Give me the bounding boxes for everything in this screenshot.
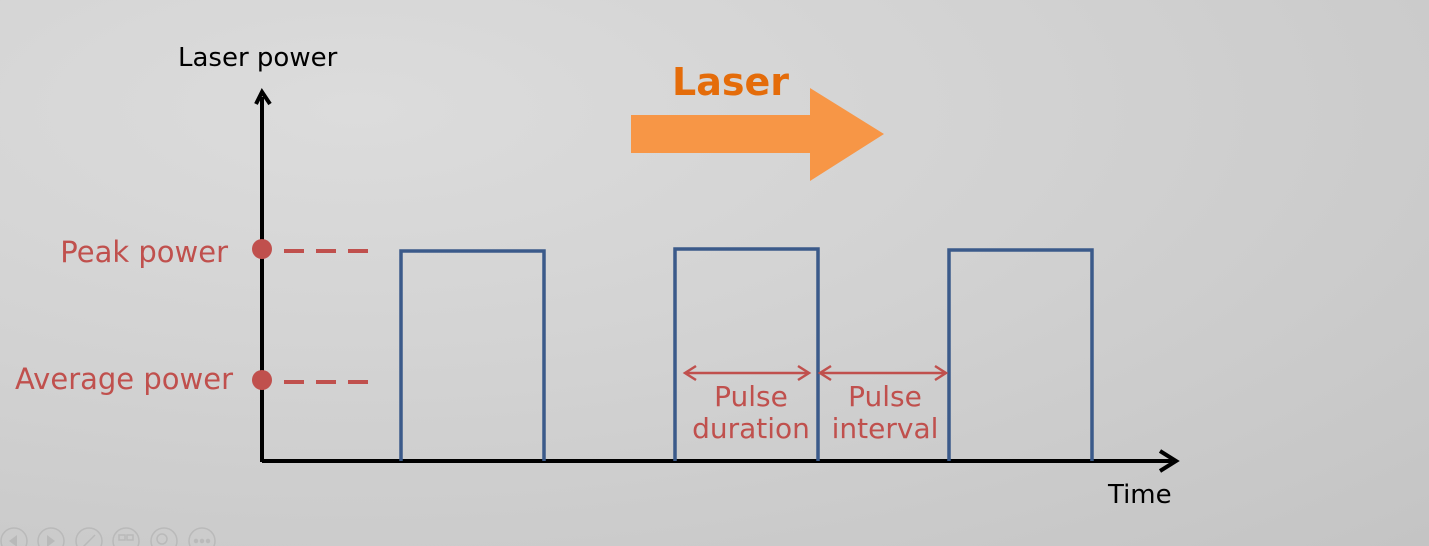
next-icon[interactable] (37, 527, 65, 546)
pulse-1 (399, 249, 546, 461)
previous-icon[interactable] (0, 527, 28, 546)
y-axis-label: Laser power (178, 43, 338, 73)
x-axis-arrowhead (1158, 449, 1180, 473)
pulse-interval-label-line1: Pulse (848, 380, 922, 413)
peak-power-label: Peak power (60, 235, 228, 269)
slideshow-controls (0, 527, 216, 546)
pulse-duration-label-line1: Pulse (714, 380, 788, 413)
pulse-interval-arrow (817, 364, 949, 382)
laser-title: Laser (672, 60, 789, 104)
more-options-icon[interactable] (188, 527, 216, 546)
peak-power-marker (252, 239, 272, 259)
pen-icon[interactable] (75, 527, 103, 546)
pulse-interval-label-line2: interval (832, 412, 939, 445)
zoom-icon[interactable] (150, 527, 178, 546)
x-axis-label: Time (1107, 480, 1172, 510)
pulse-2 (673, 247, 820, 461)
slide-sorter-icon[interactable] (112, 527, 140, 546)
pulse-3 (947, 248, 1094, 461)
average-power-label: Average power (15, 362, 233, 396)
pulse-duration-arrow (682, 364, 812, 382)
laser-direction-arrow (631, 88, 884, 181)
pulse-duration-label-line2: duration (692, 412, 810, 445)
average-power-marker (252, 370, 272, 390)
y-axis-arrowhead (254, 88, 272, 106)
